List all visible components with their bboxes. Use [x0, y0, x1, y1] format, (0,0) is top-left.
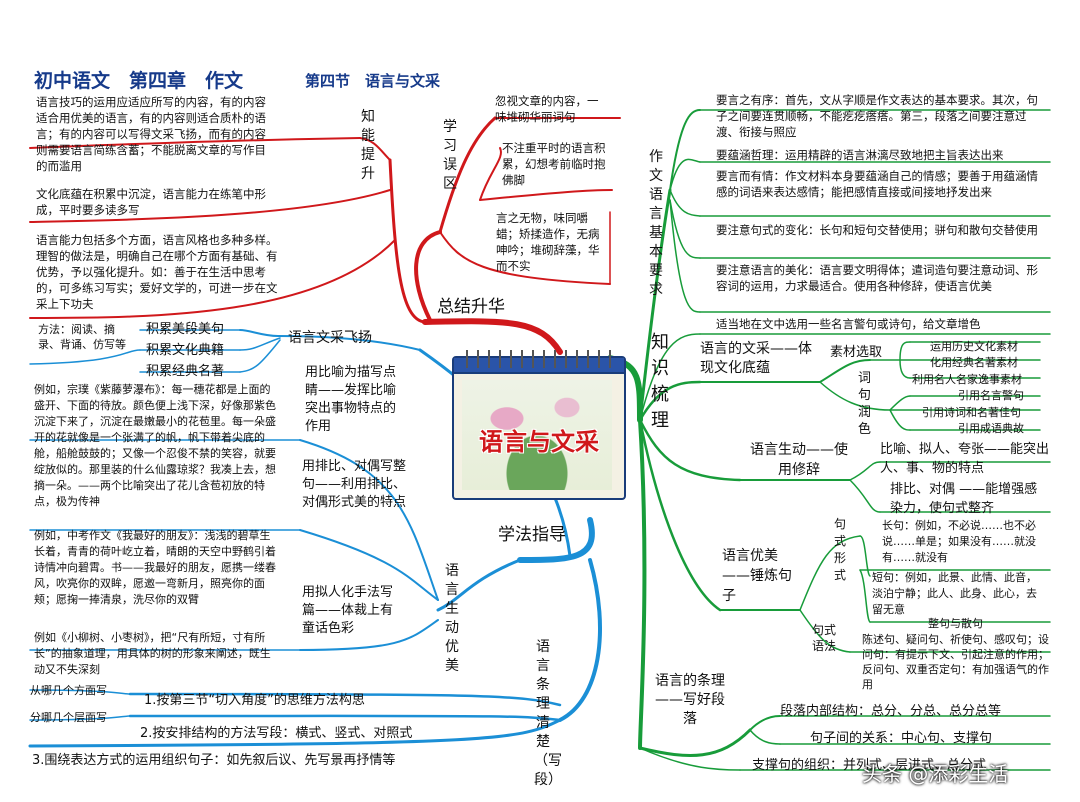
green-req-4: 要注意句式的变化：长句和短句交替使用；骈句和散句交替使用: [716, 223, 1038, 237]
blue-accumulate-2: 积累文化典籍: [146, 343, 225, 358]
green-rhetoric-title: 语言生动——使用修辞: [750, 442, 848, 478]
red-improve-1: 语言技巧的运用应适应所写的内容，有的内容适合用优美的语言，有的内容则适合质朴的语…: [36, 95, 266, 173]
branch-study: 学法指导: [498, 525, 566, 545]
calendar-rings: [466, 350, 612, 368]
blue-accumulate-1: 积累美段美句: [146, 322, 225, 337]
red-improve-3: 语言能力包括多个方面，语言风格也多种多样。理智的做法是，明确自己在哪个方面有基础…: [36, 233, 278, 311]
green-rhetoric-1: 比喻、拟人、夸张——能突出人、事、物的特点: [880, 442, 1050, 476]
section-title: 第四节 语言与文采: [305, 72, 441, 90]
green-req-6: 适当地在文中选用一些名言警句或诗句，给文章增色: [716, 317, 981, 331]
blue-accumulate-3: 积累经典名著: [146, 364, 225, 379]
green-polish-1: 引用名言警句: [958, 389, 1024, 402]
title-main: 初中语文 第四章 作文: [34, 70, 244, 92]
blue-vivid-title: 语言生动优美: [445, 563, 459, 674]
blue-accumulate-title: 语言文采飞扬: [288, 330, 372, 346]
green-req-title: 作文语言基本要求: [649, 149, 663, 298]
green-culture-title: 语言的文采——体现文化底蕴: [700, 341, 812, 376]
blue-clear-3: 3.围绕表达方式的运用组织句子：如先叙后议、先写景再抒情等: [32, 753, 396, 768]
green-material-1: 运用历史文化素材: [930, 340, 1018, 353]
green-polish-2: 引用诗词和名著佳句: [922, 406, 1021, 419]
blue-vivid-method-1: 用比喻为描写点睛——发挥比喻突出事物特点的作用: [305, 365, 397, 434]
green-order-2: 句子间的关系：中心句、支撑句: [810, 731, 993, 746]
blue-vivid-method-2: 用排比、对偶写整句——利用排比、对偶形式美的特点: [302, 459, 407, 510]
branch-summary: 总结升华: [437, 297, 505, 317]
green-mood-title: 句式语法: [812, 623, 837, 653]
green-polish-title: 词句润色: [858, 371, 872, 437]
green-material-3: 利用名人名家逸事素材: [912, 373, 1022, 386]
red-improve-2: 文化底蕴在积累中沉淀，语言能力在练笔中形成，平时要多读多写: [36, 187, 266, 217]
green-form-1: 长句：例如，不必说……也不必说……单是；如果没有……就没有……就没有: [882, 519, 1036, 564]
watermark: 头条 @添彩生活: [862, 762, 1009, 786]
red-error-3: 言之无物，味同嚼蜡；矫揉造作，无病呻吟；堆砌辞藻，华而不实: [496, 211, 600, 273]
branch-knowledge: 知识梳理: [651, 332, 669, 431]
blue-vivid-example-1: 例如，宗璞《紫藤萝瀑布》：每一穗花都是上面的盛开、下面的待放。颜色便上浅下深，好…: [34, 383, 276, 508]
green-sentence-title: 语言优美——锤炼句子: [722, 548, 792, 604]
green-form-2: 短句：例如，此景、此情、此音，淡泊宁静；此人、此身、此心，去留无意: [872, 571, 1037, 616]
green-form-title: 句式形式: [834, 517, 847, 582]
blue-clear-1: 1.按第三节“切入角度”的思维方法构思: [144, 693, 365, 708]
blue-clear-title: 语言条理清楚（写段）: [534, 639, 562, 788]
red-errors-title: 学习误区: [443, 119, 457, 192]
red-error-1: 忽视文章的内容，一味堆砌华丽词句: [495, 94, 599, 124]
blue-method: 方法：阅读、摘录、背诵、仿写等: [38, 323, 126, 351]
green-material-title: 素材选取: [830, 345, 883, 360]
page-title: 初中语文 第四章 作文: [34, 66, 243, 93]
green-req-1: 要言之有序：首先，文从字顺是作文表达的基本要求。其次，句子之间要连贯顺畅，不能疙…: [716, 93, 1038, 139]
green-order-title: 语言的条理——写好段落: [655, 673, 725, 727]
green-form-3: 整句与散句: [928, 617, 983, 630]
blue-vivid-method-3: 用拟人化手法写篇——体裁上有童话色彩: [302, 585, 394, 636]
blue-clear-sub-2: 分哪几个层面写: [30, 711, 107, 724]
blue-clear-sub-1: 从哪几个方面写: [30, 684, 107, 697]
blue-vivid-example-2: 例如，中考作文《我最好的朋友》：浅浅的碧草生长着，青青的荷叶屹立着，晴朗的天空中…: [34, 529, 276, 606]
green-rhetoric-2: 排比、对偶 ——能增强感染力，使句式整齐: [890, 482, 1038, 516]
green-req-2: 要蕴涵哲理：运用精辟的语言淋漓尽致地把主旨表达出来: [716, 148, 1004, 162]
green-req-5: 要注意语言的美化：语言要文明得体；遣词造句要注意动词、形容词的运用，力求最适合。…: [716, 263, 1038, 293]
red-improve-title: 知能提升: [361, 109, 375, 182]
lotus-illustration: [462, 380, 612, 490]
green-material-2: 化用经典名著素材: [930, 356, 1018, 369]
green-req-3: 要言而有情：作文材料本身要蕴涵自己的情感；要善于用蕴涵情感的词语来表达感情；能把…: [716, 169, 1038, 199]
blue-vivid-example-3: 例如《小柳树、小枣树》，把“尺有所短，寸有所长”的抽象道理，用具体的树的形象来阐…: [34, 631, 271, 676]
center-node: 语言与文采: [452, 350, 626, 500]
center-label: 语言与文采: [479, 428, 599, 456]
green-order-3: 支撑句的组织：并列式、层进式、总分式: [752, 758, 987, 773]
green-mood: 陈述句、疑问句、祈使句、感叹句；设问句：有提示下文、引起注意的作用；反问句、双重…: [862, 633, 1049, 691]
green-order-1: 段落内部结构：总分、分总、总分总等: [780, 704, 1002, 719]
red-error-2: 不注重平时的语言积累，幻想考前临时抱佛脚: [502, 141, 606, 187]
green-polish-3: 引用成语典故: [958, 422, 1024, 435]
blue-clear-2: 2.按安排结构的方法写段：横式、竖式、对照式: [140, 726, 413, 741]
